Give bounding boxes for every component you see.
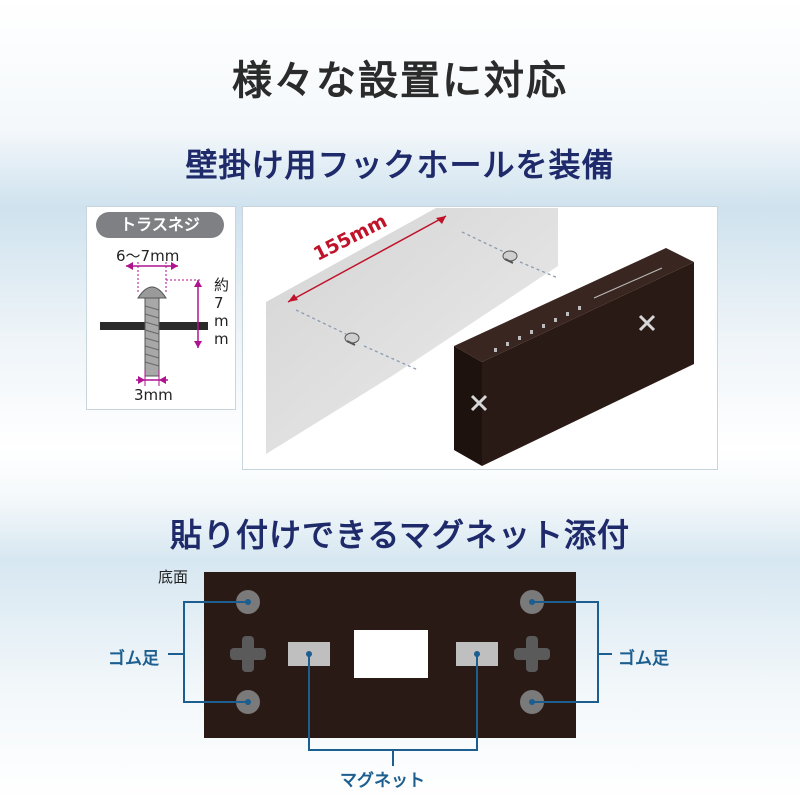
center-label-window <box>354 630 428 678</box>
right-feet-callout <box>532 601 612 703</box>
device-label-line <box>593 267 663 299</box>
shaft-width-arrow-left <box>138 376 145 384</box>
keyhole-mark-right <box>638 314 656 332</box>
magnet-label: マグネット <box>340 771 425 791</box>
bottom-view-label: 底面 <box>158 568 189 586</box>
wall-surface <box>266 208 558 454</box>
screw-head <box>137 286 167 299</box>
rubber-foot-right-label: ゴム足 <box>618 649 669 669</box>
screw-diagram <box>100 262 208 386</box>
rubber-foot-left-label: ゴム足 <box>108 649 159 669</box>
head-height-label: 約7mm <box>214 276 230 348</box>
device-top <box>454 248 694 362</box>
hole-spacing-dim-line <box>287 215 447 303</box>
screw-diagram-panel <box>86 206 236 410</box>
magnet-heading: 貼り付けできるマグネット添付 <box>169 516 631 554</box>
device-ports <box>494 306 581 352</box>
keyhole-right <box>514 636 550 672</box>
magnet-callout <box>308 654 478 766</box>
page-title: 様々な設置に対応 <box>232 58 568 104</box>
keyhole-mark-left <box>470 394 488 412</box>
hole-spacing-arrow-b <box>436 216 446 224</box>
head-width-label: 6〜7mm <box>116 247 180 265</box>
left-feet-callout <box>168 601 248 703</box>
hook-screw-lower <box>344 332 360 346</box>
shaft-width-arrow-right <box>159 376 166 384</box>
wall-mount-heading: 壁掛け用フックホールを装備 <box>185 146 615 184</box>
head-width-arrow-right <box>171 262 178 270</box>
head-height-arrow-top <box>194 280 202 287</box>
keyhole-left <box>230 636 266 672</box>
device-front <box>482 262 694 466</box>
head-height-arrow-bottom <box>194 341 202 348</box>
device-side <box>454 346 482 466</box>
shaft-width-label: 3mm <box>134 386 173 404</box>
head-width-arrow-left <box>126 262 133 270</box>
hole-spacing-arrow-a <box>288 294 298 302</box>
wall-mount-illustration <box>266 208 694 466</box>
hook-screw-upper <box>502 250 518 264</box>
screw-type-badge: トラスネジ <box>96 212 224 238</box>
